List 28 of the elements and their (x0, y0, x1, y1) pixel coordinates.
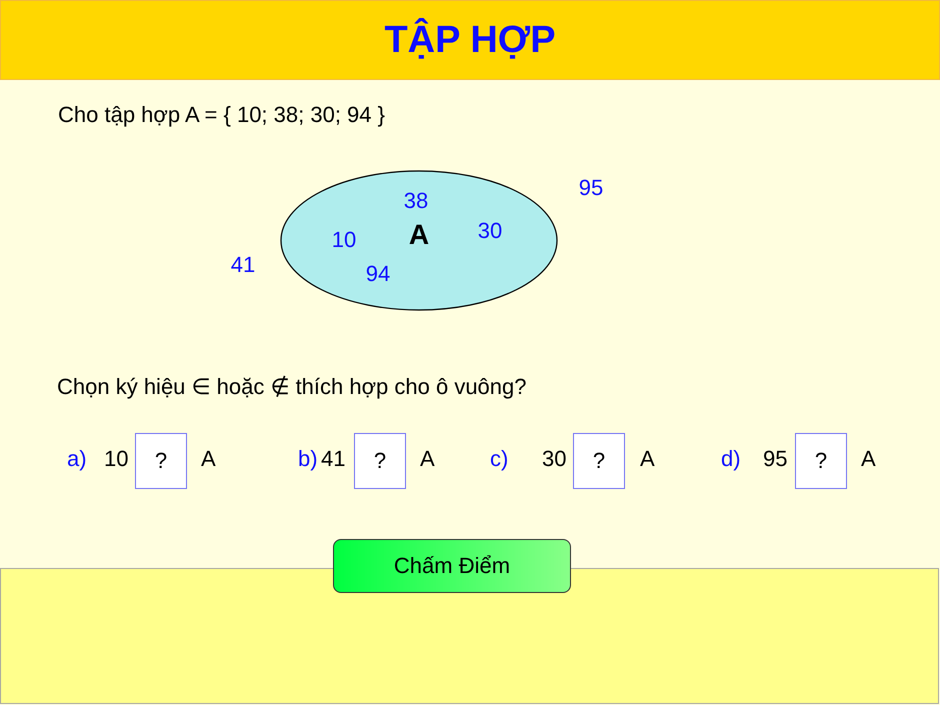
answer-box: ? (135, 433, 187, 489)
set-name-text: A (420, 446, 435, 472)
title: TẬP HỢP (384, 18, 556, 62)
option-letter: c) (490, 446, 508, 472)
set-ellipse (280, 170, 558, 311)
element-number: 38 (404, 188, 428, 214)
answer-box: ? (354, 433, 406, 489)
element-number: 30 (478, 218, 502, 244)
option-letter: d) (721, 446, 741, 472)
element-number: 94 (366, 261, 390, 287)
option-letter: b) (298, 446, 318, 472)
question-text: Chọn ký hiệu ∈ hoặc ∉ thích hợp cho ô vuông? (57, 374, 526, 400)
element-number: 10 (332, 227, 356, 253)
number-text: 41 (321, 446, 346, 472)
number-text: 10 (104, 446, 128, 472)
set-name: A (408, 219, 430, 251)
outside-number: 95 (578, 175, 604, 201)
set-name-text: A (861, 446, 876, 472)
outside-number: 41 (230, 252, 256, 278)
number-text: 95 (763, 446, 788, 472)
set-definition-text: Cho tập hợp A = { 10; 38; 30; 94 } (58, 102, 385, 128)
answer-box: ? (795, 433, 847, 489)
answer-box: ? (573, 433, 625, 489)
set-name-text: A (201, 446, 216, 472)
set-name-text: A (640, 446, 655, 472)
option-letter: a) (67, 446, 87, 472)
number-text: 30 (542, 446, 566, 472)
grade-button: Chấm Điểm (333, 539, 571, 593)
